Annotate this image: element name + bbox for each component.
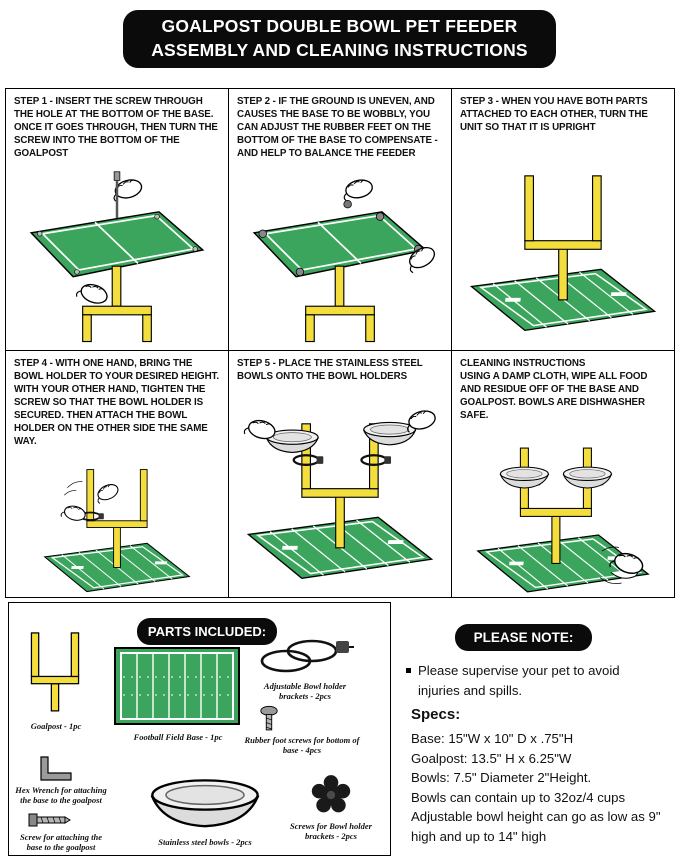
steps-grid: STEP 1 - INSERT THE SCREW THROUGH THE HO…: [5, 88, 675, 598]
hex-wrench-part-label: Hex Wrench for attaching the base to the…: [15, 785, 107, 806]
cleaning-illustration: [477, 447, 649, 593]
hand-icon: [75, 279, 111, 307]
title-banner: GOALPOST DOUBLE BOWL PET FEEDER ASSEMBLY…: [123, 10, 556, 68]
step1-text: STEP 1 - INSERT THE SCREW THROUGH THE HO…: [14, 96, 218, 159]
step4-illustration: [44, 469, 190, 593]
spec-base: Base: 15"W x 10" D x .75"H: [411, 731, 574, 746]
screw-part-label: Screw for attaching the base to the goal…: [20, 832, 102, 853]
screw-part-icon: [28, 813, 71, 827]
rubber-screw-part-label: Rubber foot screws for bottom of base - …: [244, 735, 360, 756]
screw-icon: [113, 170, 121, 181]
step4-panel: STEP 4 - WITH ONE HAND, BRING THE BOWL H…: [6, 351, 229, 598]
rubber-foot-icon: [343, 199, 352, 209]
knob-screw-part-icon: [311, 775, 351, 813]
steel-bowl: [562, 466, 612, 489]
hand-icon: [340, 176, 375, 202]
spec-bowls: Bowls: 7.5" Diameter 2"Height.: [411, 770, 592, 785]
step5-illustration: [243, 407, 438, 579]
goalpost-inverted: [305, 265, 375, 342]
step1-illustration: [30, 170, 204, 342]
hand-icon: [92, 481, 121, 505]
spec-goalpost: Goalpost: 13.5" H x 6.25"W: [411, 750, 572, 766]
step5-panel: STEP 5 - PLACE THE STAINLESS STEEL BOWLS…: [229, 351, 452, 598]
step2-panel: STEP 2 - IF THE GROUND IS UNEVEN, AND CA…: [229, 89, 452, 351]
bowl-part-label: Stainless steel bowls - 2pcs: [158, 837, 252, 847]
cleaning-text: USING A DAMP CLOTH, WIPE ALL FOOD AND RE…: [460, 370, 648, 421]
bullet-square: [406, 668, 411, 673]
step2-text: STEP 2 - IF THE GROUND IS UNEVEN, AND CA…: [237, 96, 438, 159]
step3-text: STEP 3 - WHEN YOU HAVE BOTH PARTS ATTACH…: [460, 96, 648, 133]
specs-title: Specs:: [411, 706, 461, 723]
rubber-screw-part-icon: [260, 705, 278, 731]
goalpost-part-icon: [30, 632, 80, 712]
brackets-part-label: Adjustable Bowl holder brackets - 2pcs: [263, 681, 347, 702]
steel-bowl: [499, 466, 549, 489]
step2-illustration: [253, 176, 439, 342]
goalpost-inverted: [82, 265, 152, 342]
hand-icon: [109, 176, 145, 202]
field-part-label: Football Field Base - 1pc: [133, 732, 223, 742]
step3-panel: STEP 3 - WHEN YOU HAVE BOTH PARTS ATTACH…: [452, 89, 675, 351]
supervision-note: Please supervise your pet to avoid injur…: [406, 661, 662, 701]
spec-capacity: Bowls can contain up to 32oz/4 cups: [411, 789, 626, 805]
parts-included-box: PARTS INCLUDED: Goalpost - 1pc Football …: [8, 602, 391, 856]
step3-illustration: [470, 175, 656, 331]
step5-text: STEP 5 - PLACE THE STAINLESS STEEL BOWLS…: [237, 358, 423, 382]
title-line1: GOALPOST DOUBLE BOWL PET FEEDER: [161, 16, 518, 37]
hex-wrench-part-icon: [40, 756, 72, 781]
field-part-icon: [114, 647, 240, 725]
please-note-banner: PLEASE NOTE:: [455, 624, 592, 651]
spec-height-range: Adjustable bowl height can go as low as …: [411, 809, 661, 844]
parts-banner: PARTS INCLUDED:: [137, 618, 277, 645]
specs-list: Base: 15"W x 10" D x .75"H Goalpost: 13.…: [411, 729, 673, 846]
goalpost-part-label: Goalpost - 1pc: [30, 721, 82, 731]
brackets-part-icon: [260, 639, 354, 673]
supervision-note-text: Please supervise your pet to avoid injur…: [418, 663, 620, 698]
step1-panel: STEP 1 - INSERT THE SCREW THROUGH THE HO…: [6, 89, 229, 351]
cleaning-panel: CLEANING INSTRUCTIONS USING A DAMP CLOTH…: [452, 351, 675, 598]
bowl-part-icon: [151, 779, 259, 828]
step4-text: STEP 4 - WITH ONE HAND, BRING THE BOWL H…: [14, 358, 219, 447]
cleaning-heading: CLEANING INSTRUCTIONS: [460, 358, 586, 369]
knob-screw-part-label: Screws for Bowl holder brackets - 2pcs: [290, 821, 372, 842]
title-line2: ASSEMBLY AND CLEANING INSTRUCTIONS: [151, 40, 528, 60]
